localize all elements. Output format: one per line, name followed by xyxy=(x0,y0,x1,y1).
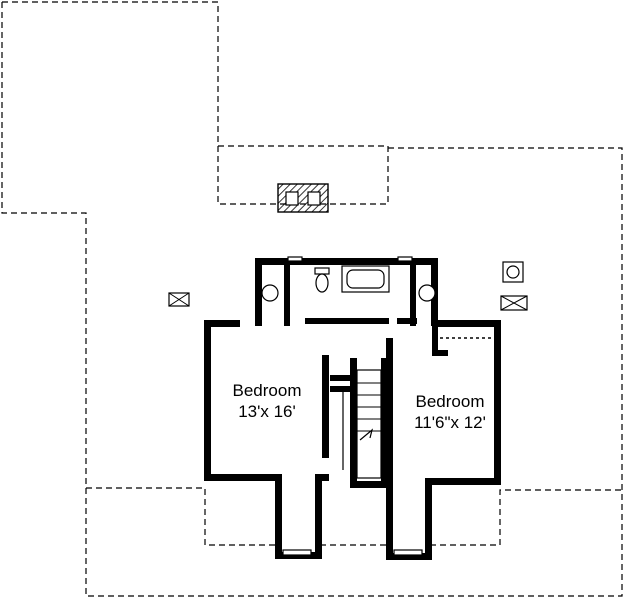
attic-vent-icon xyxy=(168,292,190,307)
sink-icon xyxy=(418,284,436,302)
room-name: Bedroom xyxy=(232,381,302,400)
right-bedroom-walls xyxy=(386,320,501,560)
toilet-icon xyxy=(314,267,330,293)
room-label-bedroom-left: Bedroom 13'x 16' xyxy=(212,380,322,422)
stair xyxy=(330,358,388,488)
water-heater-icon xyxy=(502,261,524,283)
room-size: 11'6"x 12' xyxy=(414,413,486,432)
room-size: 13'x 16' xyxy=(238,402,296,421)
left-bedroom-walls xyxy=(204,320,329,559)
attic-vent-icon xyxy=(500,295,528,311)
bathtub-icon xyxy=(341,265,390,293)
sink-icon xyxy=(261,284,279,302)
room-label-bedroom-right: Bedroom 11'6"x 12' xyxy=(394,391,506,433)
room-name: Bedroom xyxy=(415,392,485,411)
chimney-icon xyxy=(277,183,329,213)
